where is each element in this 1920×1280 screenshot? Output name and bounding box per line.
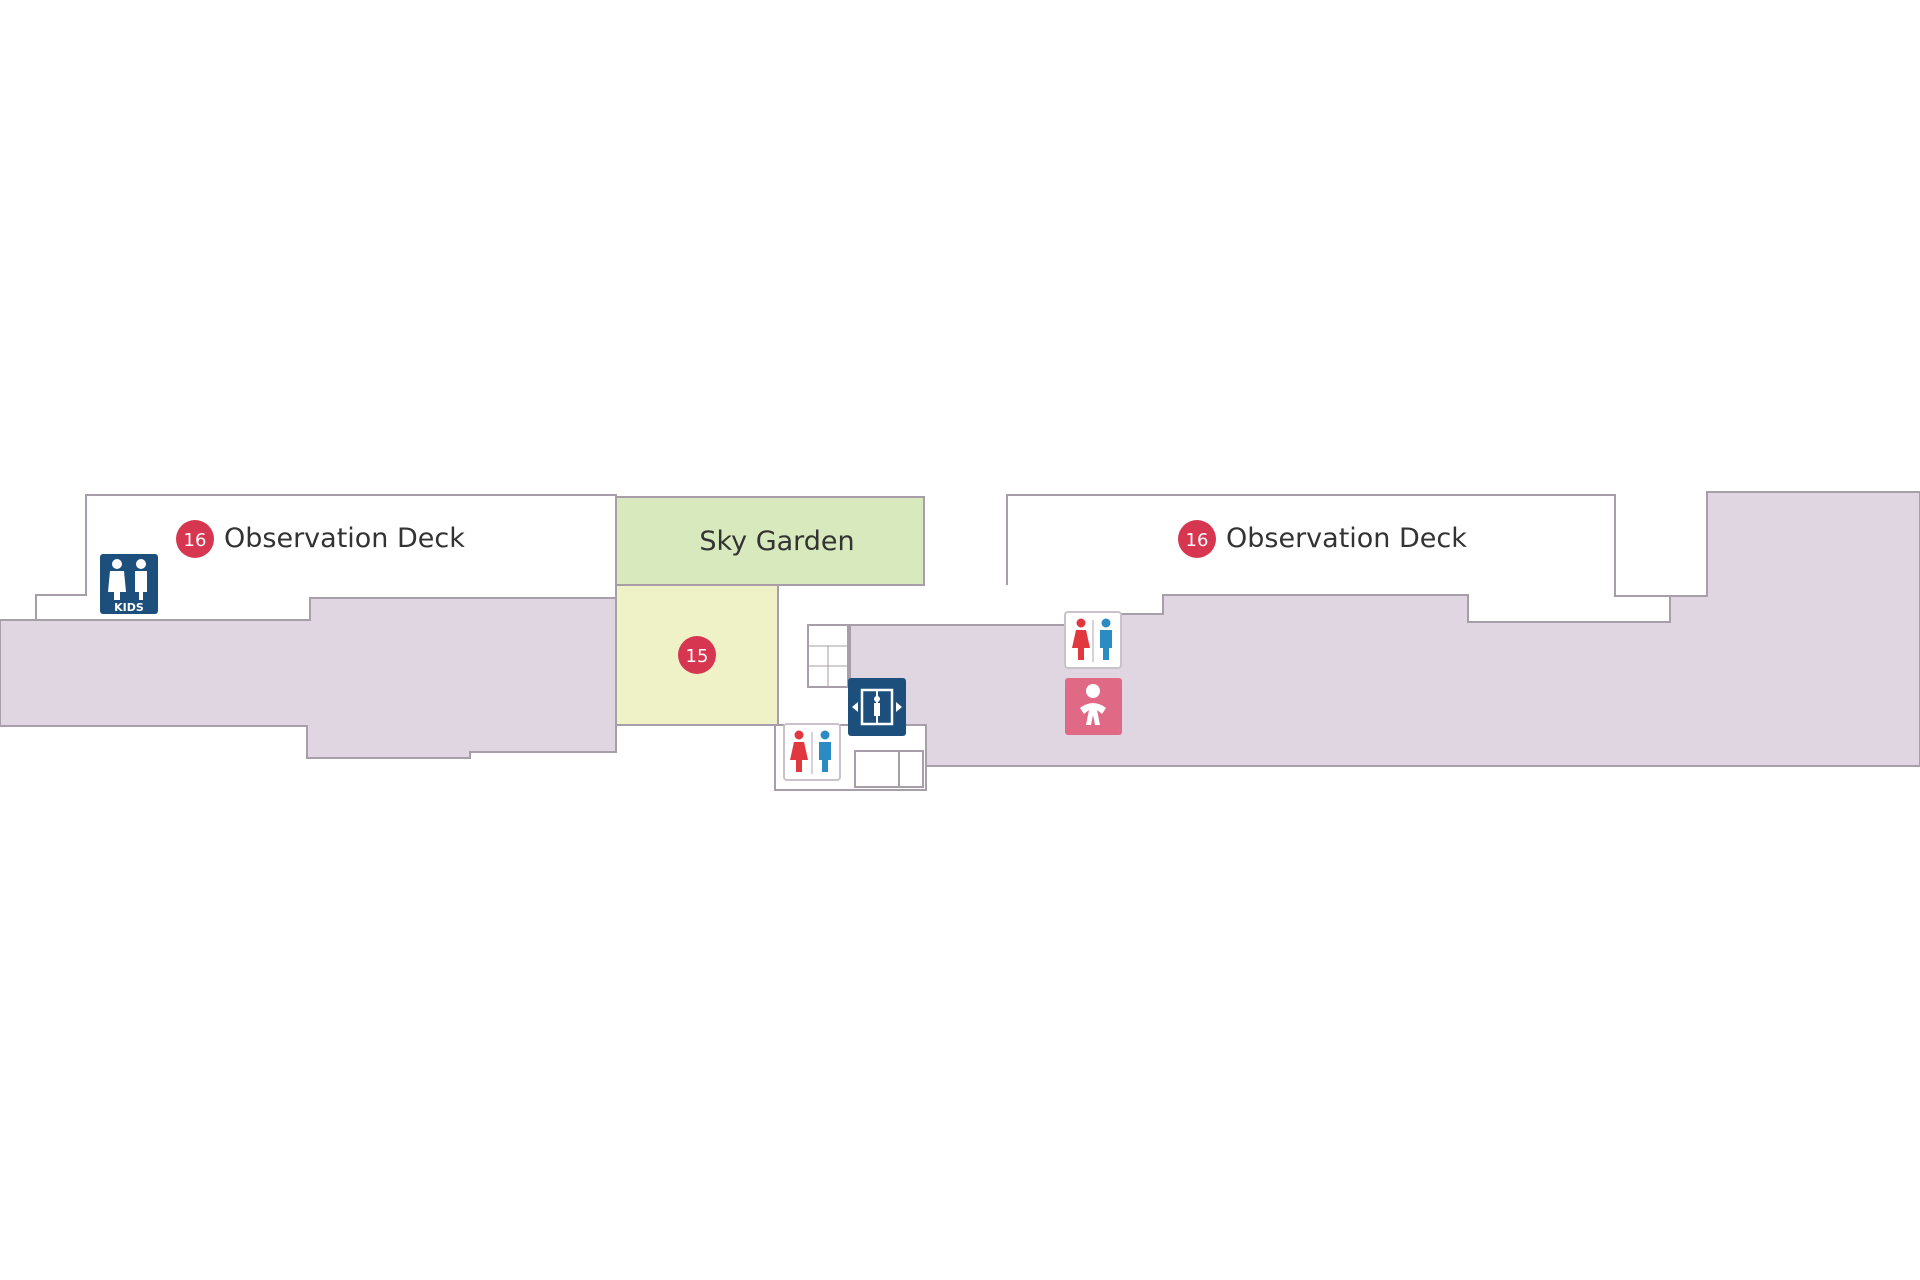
floor-16-marker-left-text: 16 <box>184 530 207 551</box>
restroom-icon-right[interactable] <box>1064 611 1122 669</box>
observation-deck-left-label-group[interactable]: 16 Observation Deck <box>176 520 465 558</box>
floor-16-marker-right-text: 16 <box>1186 530 1209 551</box>
core-passage <box>778 585 1008 625</box>
observation-deck-right-label-group[interactable]: 16 Observation Deck <box>1178 520 1467 558</box>
elevator-icon[interactable] <box>848 678 906 736</box>
baby-care-room-icon[interactable] <box>1065 678 1122 735</box>
restroom-icon-center[interactable] <box>783 723 841 781</box>
area-15-marker-group[interactable]: 15 <box>678 636 716 674</box>
corridor-left[interactable] <box>0 597 617 759</box>
observation-deck-right-label: Observation Deck <box>1226 523 1467 554</box>
core-room-1 <box>854 750 900 788</box>
kids-restroom-icon-text: KIDS <box>114 601 144 614</box>
floor-15-marker <box>678 636 716 674</box>
sky-garden-area[interactable] <box>615 496 925 586</box>
floor-15-marker-text: 15 <box>686 646 709 667</box>
floor-16-marker-right <box>1178 520 1216 558</box>
core-room-2 <box>898 750 924 788</box>
sky-garden-label: Sky Garden <box>699 526 854 557</box>
kids-restroom-icon[interactable]: KIDS <box>100 554 158 614</box>
observation-deck-left-label: Observation Deck <box>224 523 465 554</box>
floor-16-marker-left <box>176 520 214 558</box>
